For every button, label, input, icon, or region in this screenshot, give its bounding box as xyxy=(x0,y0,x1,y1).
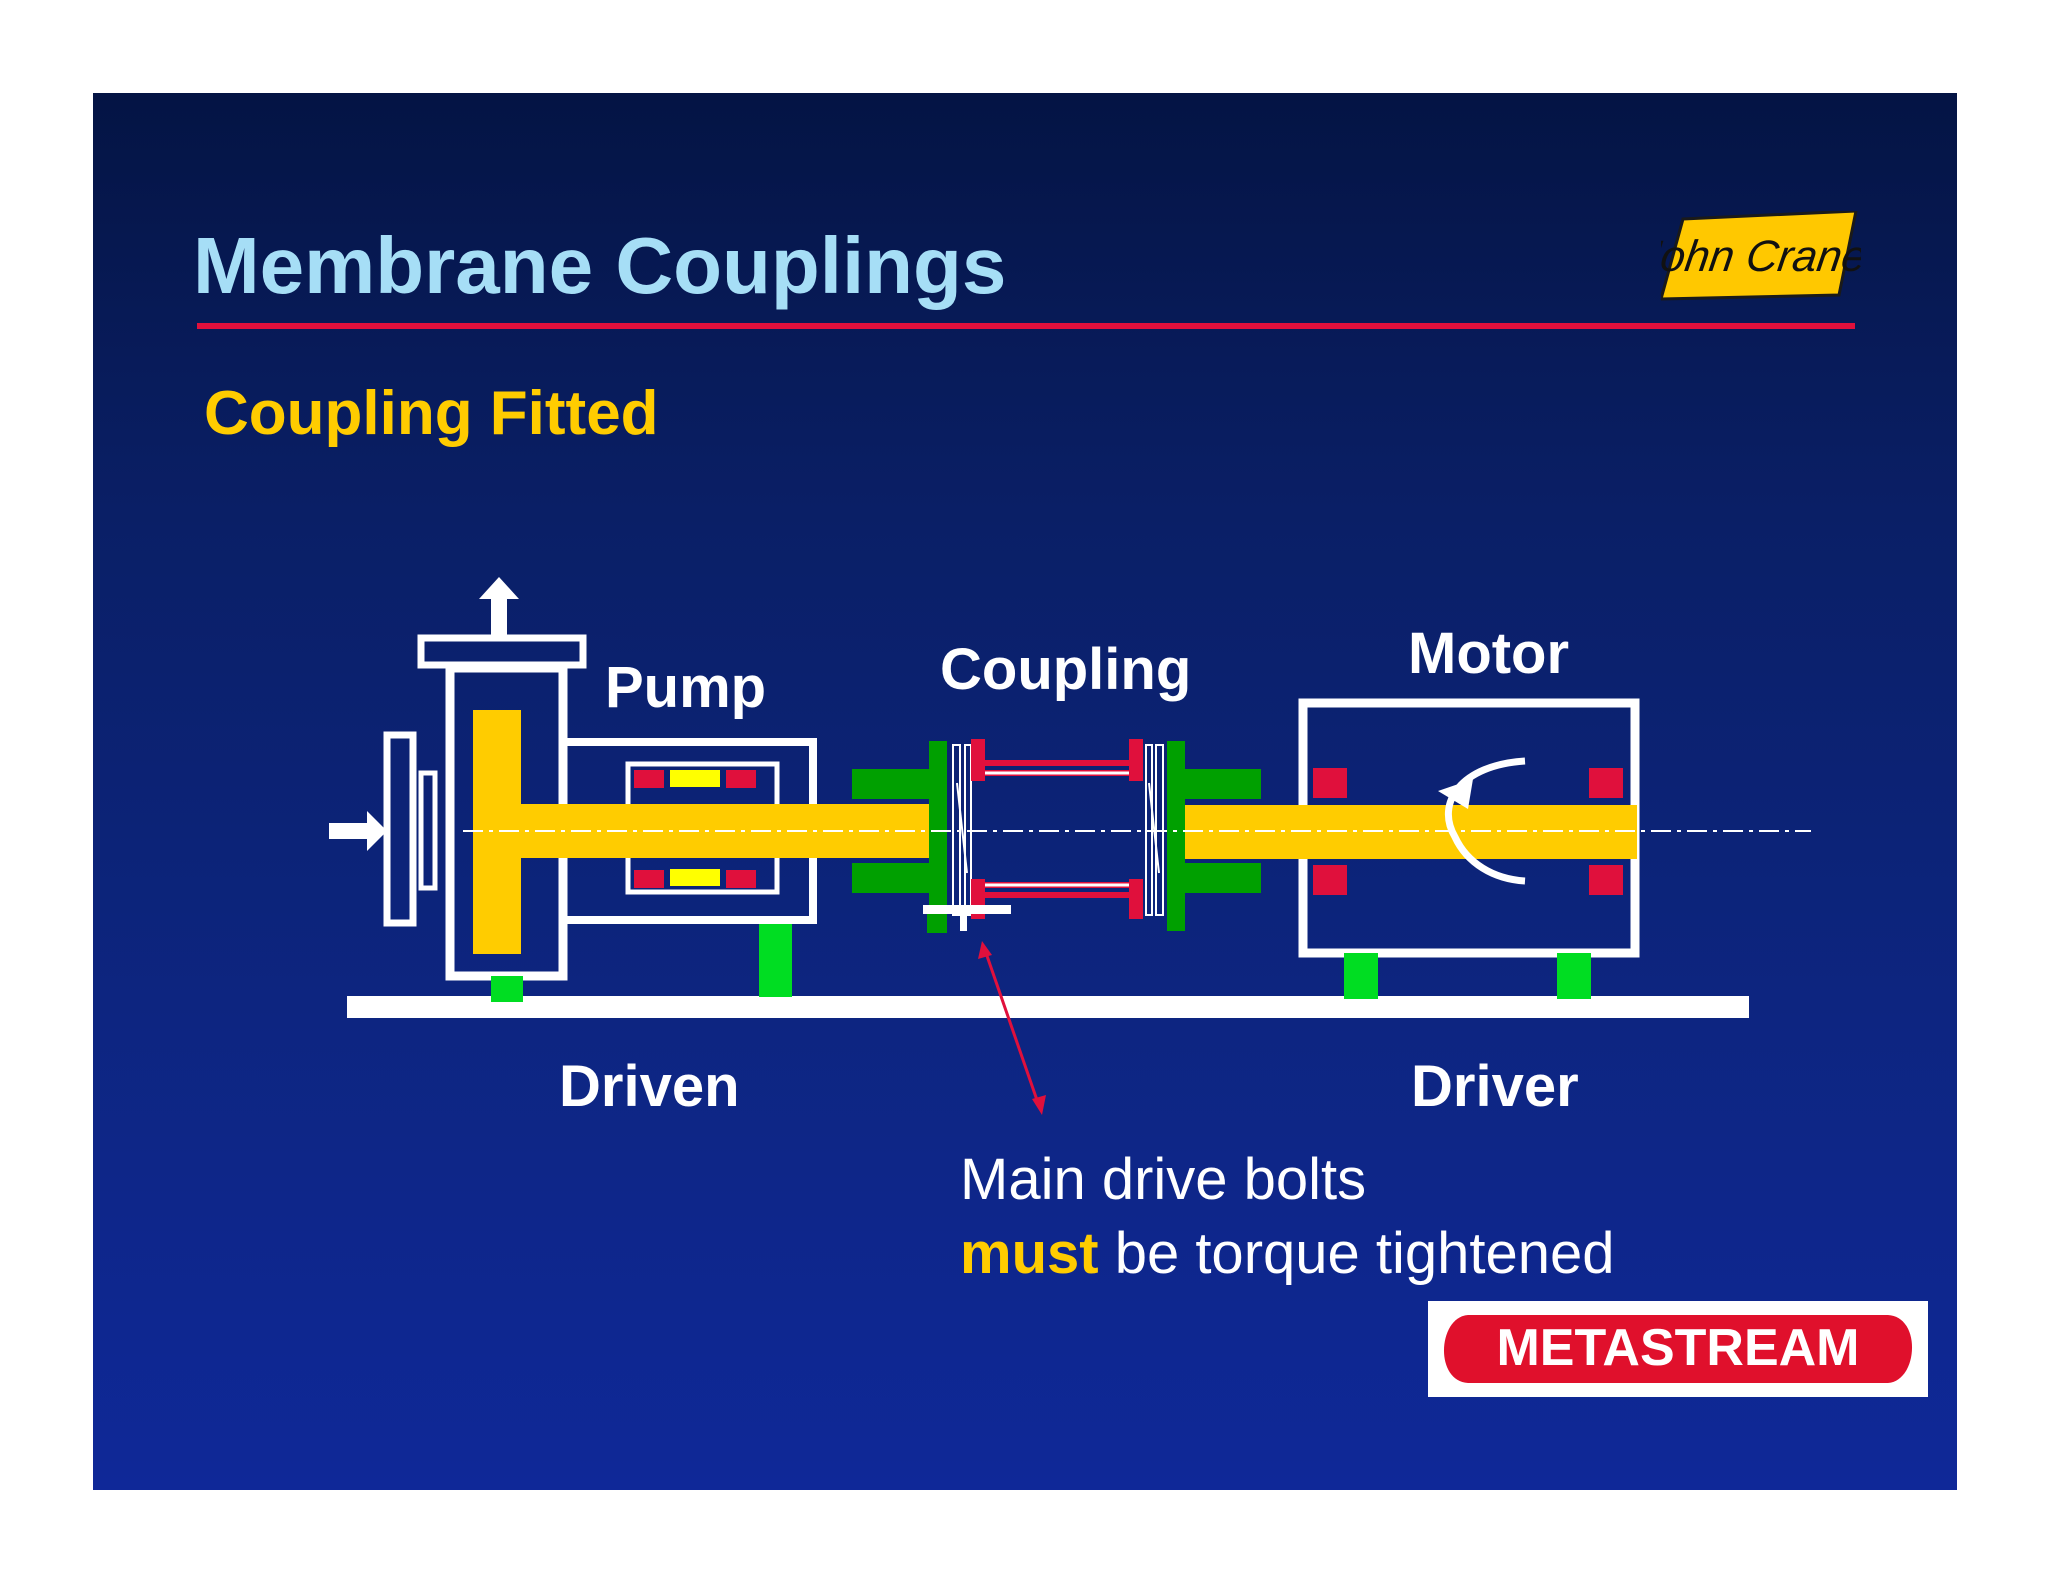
svg-text:METASTREAM: METASTREAM xyxy=(1496,1319,1859,1377)
note-emphasis: must xyxy=(960,1221,1099,1286)
john-crane-logo: John Crane xyxy=(1661,211,1861,301)
motor-foot xyxy=(1344,953,1378,999)
label-pump: Pump xyxy=(605,655,767,720)
pump-bearing-seal xyxy=(634,770,664,788)
coupling-hub-motor-side xyxy=(1167,769,1261,799)
pump-bearing-seal xyxy=(726,870,756,888)
metastream-logo: METASTREAM xyxy=(1428,1301,1928,1397)
motor-bearing xyxy=(1313,865,1347,895)
coupling-spacer xyxy=(971,739,1143,919)
drive-bolt-note: Main drive bolts must be torque tightene… xyxy=(960,1143,1615,1291)
pump-bearing-lower xyxy=(670,869,720,886)
pump-bearing-upper xyxy=(670,770,720,787)
label-coupling: Coupling xyxy=(940,637,1192,702)
rotation-arrow-icon xyxy=(1438,757,1526,885)
title-divider xyxy=(197,323,1855,329)
slide-subtitle: Coupling Fitted xyxy=(204,379,659,448)
pump-discharge-flange xyxy=(417,634,587,669)
label-motor: Motor xyxy=(1408,621,1570,686)
discharge-arrow-icon xyxy=(479,577,519,637)
inlet-arrow-icon xyxy=(329,811,387,851)
note-line-2: must be torque tightened xyxy=(960,1217,1615,1291)
label-driven: Driven xyxy=(559,1054,740,1119)
note-line-2-rest: be torque tightened xyxy=(1098,1221,1615,1286)
note-line-1: Main drive bolts xyxy=(960,1147,1367,1212)
label-driver: Driver xyxy=(1411,1054,1579,1119)
motor-bearing xyxy=(1589,768,1623,798)
svg-text:John Crane: John Crane xyxy=(1661,232,1861,281)
motor-foot xyxy=(1557,953,1591,999)
pump-inlet-flange xyxy=(383,731,417,927)
note-pointer-arrow xyxy=(978,941,1046,1115)
slide-title: Membrane Couplings xyxy=(193,221,1007,310)
pump-bearing-seal xyxy=(634,870,664,888)
motor-bearing xyxy=(1589,865,1623,895)
slide-background: Membrane Couplings John Crane Coupling F… xyxy=(93,93,1957,1490)
pump-coupling-motor-diagram xyxy=(329,577,1811,1115)
motor-bearing xyxy=(1313,768,1347,798)
main-drive-bolt xyxy=(923,905,1011,914)
coupling-hub-motor-side xyxy=(1167,863,1261,893)
pump-inlet-neck xyxy=(418,770,438,891)
pump-foot xyxy=(491,976,523,1002)
coupling-hub-flange xyxy=(927,913,947,933)
pump-bearing-seal xyxy=(726,770,756,788)
main-drive-bolt-head xyxy=(960,913,967,931)
pump-foot xyxy=(759,924,792,997)
base-plate xyxy=(347,996,1749,1018)
coupling-hub-flange xyxy=(929,741,947,931)
